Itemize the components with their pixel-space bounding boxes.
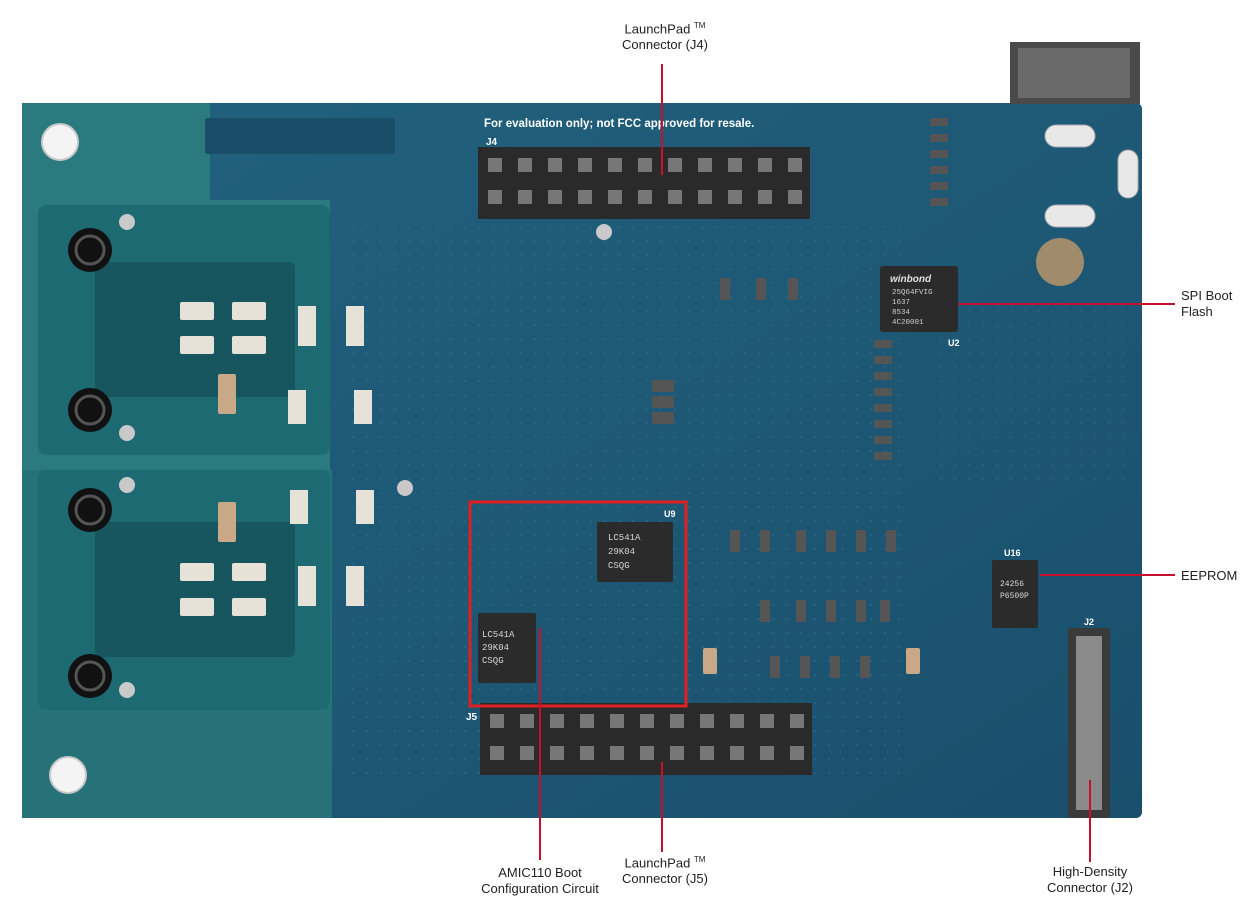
u4-marking-1: LC541A [482, 630, 515, 640]
silver-post-3 [119, 477, 135, 493]
callout-j5: LaunchPad TM Connector (J5) [610, 852, 720, 887]
callout-eeprom-text: EEPROM [1181, 568, 1238, 583]
screw-2 [68, 388, 112, 432]
silver-post-1 [119, 214, 135, 230]
callout-j2-line2: Connector (J2) [1047, 880, 1133, 895]
callout-j5-line2: Connector (J5) [622, 871, 708, 887]
small-passive-row [652, 118, 948, 678]
u16-marking-1: 24256 [1000, 580, 1024, 589]
via-field-right [930, 310, 1130, 490]
callout-amic-line1: AMIC110 Boot [498, 865, 582, 880]
silkscreen-u16: U16 [1004, 548, 1021, 558]
screw-1 [68, 228, 112, 272]
u2-marking-1: winbond [890, 274, 932, 285]
silkscreen-j5: J5 [466, 712, 478, 723]
copper-pad-right [1036, 238, 1084, 286]
callout-j5-tm: TM [693, 855, 706, 864]
via-field-middle [350, 220, 910, 780]
silver-post-2 [119, 425, 135, 441]
fcc-notice: For evaluation only; not FCC approved fo… [484, 118, 754, 130]
silkscreen-u9: U9 [664, 509, 676, 519]
callout-j4-tm: TM [693, 21, 706, 30]
callout-j2: High-Density Connector (J2) [1030, 864, 1150, 896]
mount-hole-bottom-left [49, 756, 87, 794]
callout-j4-line2: Connector (J4) [622, 37, 708, 53]
silver-post-5 [397, 480, 413, 496]
screw-2-ring [74, 394, 106, 426]
j5-pins [490, 714, 804, 760]
callout-j4-line1: LaunchPad TM [624, 21, 706, 37]
u16-marking-2: P6500P [1000, 592, 1029, 601]
magnetics-pad-upper [95, 262, 295, 397]
u4-marking-3: CSQG [482, 656, 504, 666]
silver-post-4 [119, 682, 135, 698]
callout-amic-line2: Configuration Circuit [481, 881, 599, 896]
magnetics-pad-lower [95, 522, 295, 657]
u9-chip [597, 522, 673, 582]
u4-chip [478, 613, 536, 683]
top-connector-face [1018, 48, 1130, 98]
slot-hole-2 [1044, 204, 1096, 228]
callout-j2-line1: High-Density [1052, 864, 1128, 879]
u16-eeprom-chip [992, 560, 1038, 628]
screw-3-ring [74, 494, 106, 526]
callout-amic110: AMIC110 Boot Configuration Circuit [470, 865, 610, 897]
silkscreen-j4: J4 [486, 137, 498, 148]
callout-j4: LaunchPad TM Connector (J4) [610, 18, 720, 53]
slot-hole-1 [1044, 124, 1096, 148]
u2-marking-4: 8534 [892, 309, 911, 317]
callout-spi-line1: SPI Boot [1181, 288, 1233, 303]
callout-spi-line2: Flash [1181, 304, 1213, 319]
pin-strip-top [205, 118, 395, 154]
silkscreen-u2: U2 [948, 338, 960, 348]
u2-marking-3: 1637 [892, 299, 910, 307]
u9-marking-2: 29K04 [608, 547, 635, 557]
j4-header [478, 147, 810, 219]
screw-3 [68, 488, 112, 532]
passive-components [180, 302, 920, 674]
callout-j5-line1: LaunchPad TM [624, 855, 706, 871]
u2-marking-2: 25Q64FVIG [892, 289, 933, 297]
j5-header [480, 703, 812, 775]
screw-4 [68, 654, 112, 698]
screw-1-ring [74, 234, 106, 266]
slot-hole-3 [1117, 149, 1139, 199]
u4-marking-2: 29K04 [482, 643, 509, 653]
u2-marking-5: 4C20001 [892, 319, 924, 327]
callout-eeprom: EEPROM [1181, 568, 1237, 584]
silkscreen-j2: J2 [1084, 617, 1094, 627]
silver-post-6 [596, 224, 612, 240]
mount-hole-top-left [41, 123, 79, 161]
screw-4-ring [74, 660, 106, 692]
u9-marking-3: CSQG [608, 561, 630, 571]
j4-pins [488, 158, 802, 204]
u9-marking-1: LC541A [608, 533, 641, 543]
u2-spi-flash-chip [880, 266, 958, 332]
boot-config-highlight-box [468, 500, 688, 708]
callout-spi-flash: SPI Boot Flash [1181, 288, 1232, 320]
